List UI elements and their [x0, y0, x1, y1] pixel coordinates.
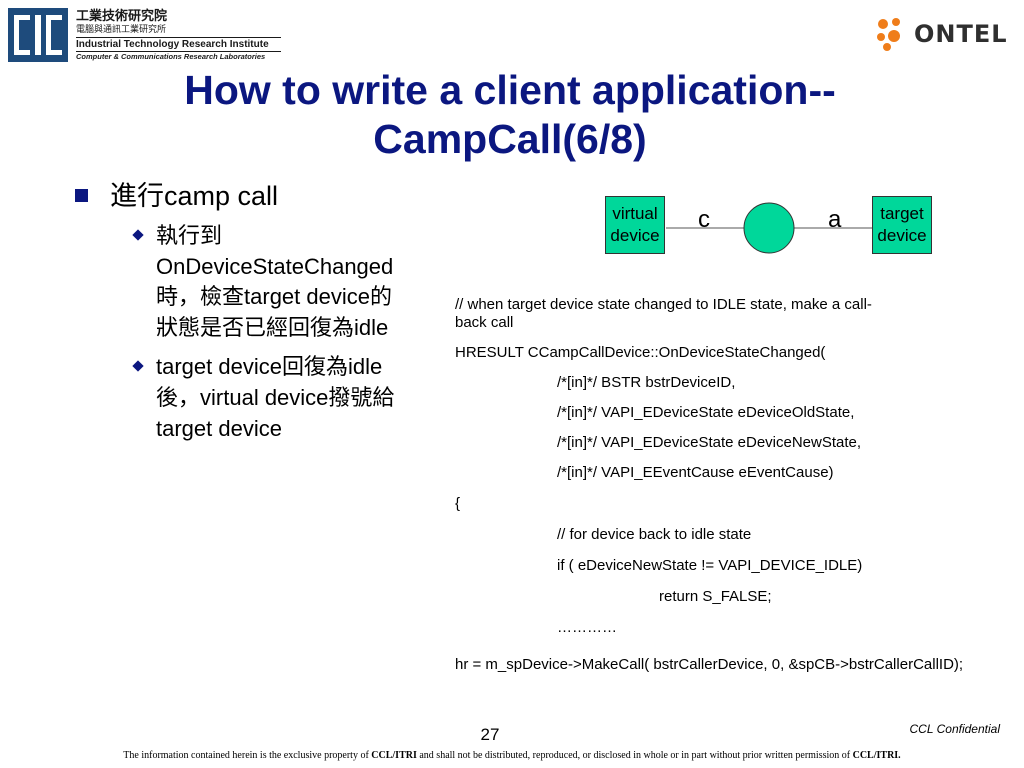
code-comment-1b: back call — [455, 314, 514, 331]
bullet-main-text: camp call — [164, 181, 279, 211]
diamond-bullet-icon — [132, 360, 144, 372]
sub1-text-2: target device — [244, 284, 370, 309]
disclaimer-part-1: The information contained herein is the … — [123, 750, 372, 761]
disclaimer-part-4: CCL/ITRI. — [852, 750, 901, 761]
sub1-cjk-2: 時，檢查 — [156, 285, 245, 310]
code-signature: HRESULT CCampCallDevice::OnDeviceStateCh… — [455, 344, 826, 361]
sub2-cjk-2: 後， — [156, 386, 201, 411]
sub1-cjk-4: 狀態是否已經回復為 — [156, 316, 355, 341]
itri-english-name: Industrial Technology Research Institute — [76, 37, 281, 51]
code-comment-2: // for device back to idle state — [557, 526, 752, 543]
virtual-device-label-2: device — [610, 226, 660, 245]
disclaimer: The information contained herein is the … — [0, 750, 1024, 761]
ontel-logo: ONTEL — [874, 16, 1014, 52]
itri-chinese-sub: 電腦與通訊工業研究所 — [76, 25, 167, 35]
code-param-1: /*[in]*/ BSTR bstrDeviceID, — [557, 374, 736, 391]
code-param-2: /*[in]*/ VAPI_EDeviceState eDeviceOldSta… — [557, 404, 855, 421]
code-return: return S_FALSE; — [659, 588, 772, 605]
page-number: 27 — [480, 725, 500, 744]
bullet-main-cjk: 進行 — [110, 181, 164, 212]
itri-english-sub: Computer & Communications Research Labor… — [76, 51, 281, 62]
slide-title: How to write a client application-- Camp… — [90, 66, 930, 164]
disclaimer-part-3: and shall not be distributed, reproduced… — [416, 750, 853, 761]
itri-chinese-name: 工業技術研究院 — [76, 9, 168, 24]
code-comment-1: // when target device state changed to I… — [455, 296, 872, 313]
code-param-4: /*[in]*/ VAPI_EEventCause eEventCause) — [557, 464, 834, 481]
bullet-main: 進行camp call — [70, 180, 450, 213]
sub1-text-3: idle — [354, 315, 389, 340]
itri-logo-icon — [8, 8, 68, 62]
confidential-label: CCL Confidential — [909, 722, 1001, 736]
call-diagram: virtual device target device c a — [600, 190, 940, 262]
sub1-cjk-1: 執行到 — [156, 224, 223, 249]
virtual-device-box: virtual device — [605, 196, 665, 254]
target-device-box: target device — [872, 196, 932, 254]
ontel-dots-icon — [877, 18, 900, 51]
sub2-cjk-3: 撥號給 — [328, 386, 395, 411]
itri-wordmark: 工業技術研究院 電腦與通訊工業研究所 Industrial Technology… — [76, 9, 286, 62]
sub1-cjk-3: 的 — [369, 285, 392, 310]
sub2-cjk-1: 回復為 — [281, 355, 348, 380]
bullet-sub-2: target device回復為idle 後，virtual device撥號給… — [70, 352, 450, 444]
diamond-bullet-icon — [132, 229, 144, 241]
title-line-2: CampCall(6/8) — [373, 116, 647, 162]
virtual-device-label-1: virtual — [612, 204, 658, 223]
label-c: c — [698, 206, 710, 233]
disclaimer-part-2: CCL/ITRI — [371, 750, 417, 761]
switch-node — [743, 202, 795, 254]
sub2-text-4: target device — [156, 416, 282, 441]
sub1-text-1: OnDeviceStateChanged — [156, 254, 394, 279]
sub2-text-1: target device — [156, 354, 282, 379]
code-param-3: /*[in]*/ VAPI_EDeviceState eDeviceNewSta… — [557, 434, 862, 451]
sub2-text-2: idle — [347, 354, 383, 379]
code-makecall: hr = m_spDevice->MakeCall( bstrCallerDev… — [455, 656, 964, 673]
code-block: // when target device state changed to I… — [455, 296, 1024, 674]
ontel-wordmark: ONTEL — [914, 20, 1008, 48]
title-line-1: How to write a client application-- — [184, 67, 836, 113]
code-ellipsis: ………… — [557, 619, 617, 636]
square-bullet-icon — [75, 189, 88, 202]
target-device-label-2: device — [877, 226, 927, 245]
diagram-lines — [666, 202, 872, 254]
bullet-list: 進行camp call 執行到 OnDeviceStateChanged 時，檢… — [70, 180, 450, 444]
target-device-label-1: target — [880, 204, 924, 223]
bullet-sub-1: 執行到 OnDeviceStateChanged 時，檢查target devi… — [70, 221, 450, 344]
sub2-text-3: virtual device — [200, 385, 329, 410]
code-open-brace: { — [455, 495, 461, 512]
label-a: a — [828, 206, 842, 233]
code-if: if ( eDeviceNewState != VAPI_DEVICE_IDLE… — [557, 557, 863, 574]
